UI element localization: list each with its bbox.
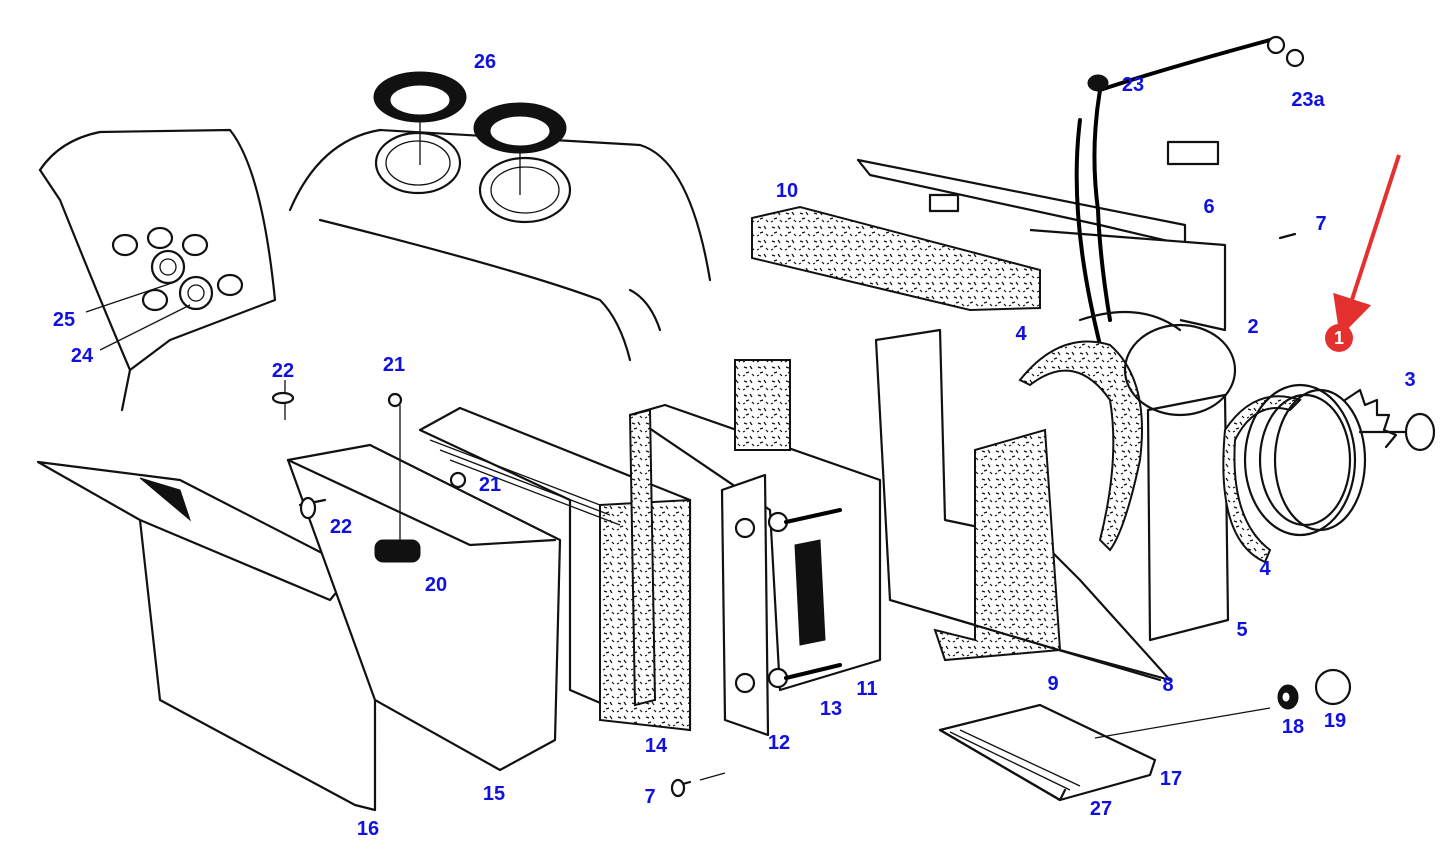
filter-housing: [271, 380, 562, 772]
highlight-badge: 1: [1325, 324, 1353, 352]
part-label-3: 3: [1404, 369, 1416, 391]
top-duct-cover: [751, 140, 1227, 332]
part-label-8: 8: [1162, 674, 1174, 696]
part-label-21-lower: 21: [478, 474, 502, 496]
part-label-23a: 23a: [1291, 89, 1325, 111]
part-label-17: 17: [1159, 768, 1183, 790]
roof-panel: [288, 71, 712, 362]
part-label-22-upper: 22: [271, 360, 295, 382]
part-label-11: 11: [856, 678, 878, 700]
part-label-7-lower: 7: [644, 786, 656, 808]
gasket-plate: [720, 473, 770, 737]
duct-channel: [874, 328, 1172, 682]
part-label-6: 6: [1203, 196, 1215, 218]
part-label-22-lower: 22: [329, 516, 353, 538]
part-label-23: 23: [1121, 74, 1145, 96]
part-label-12: 12: [767, 732, 791, 754]
air-vent: [373, 71, 567, 154]
rotary-switch: [150, 249, 214, 311]
part-label-4-upper: 4: [1015, 323, 1027, 345]
part-label-2: 2: [1247, 316, 1259, 338]
part-label-24: 24: [70, 345, 94, 367]
part-label-4-lower: 4: [1259, 558, 1271, 580]
part-label-20: 20: [424, 574, 448, 596]
part-label-25: 25: [52, 309, 76, 331]
part-label-15: 15: [482, 783, 506, 805]
part-label-13: 13: [819, 698, 843, 720]
fan-housing: [1018, 310, 1302, 642]
part-label-5: 5: [1236, 619, 1248, 641]
part-label-16: 16: [356, 818, 380, 840]
part-label-19: 19: [1323, 710, 1347, 732]
heater-core: [628, 359, 882, 707]
part-label-9: 9: [1047, 673, 1059, 695]
side-console: [38, 128, 277, 412]
part-label-7-upper: 7: [1315, 213, 1327, 235]
part-label-27: 27: [1089, 798, 1113, 820]
base-plate: [938, 668, 1352, 802]
part-label-18: 18: [1281, 716, 1305, 738]
part-label-10: 10: [775, 180, 799, 202]
blower-fan-part-1: [1243, 383, 1436, 537]
part-label-26: 26: [473, 51, 497, 73]
part-label-14: 14: [644, 735, 668, 757]
part-label-21-upper: 21: [382, 354, 406, 376]
callout-arrow: [1333, 154, 1401, 338]
